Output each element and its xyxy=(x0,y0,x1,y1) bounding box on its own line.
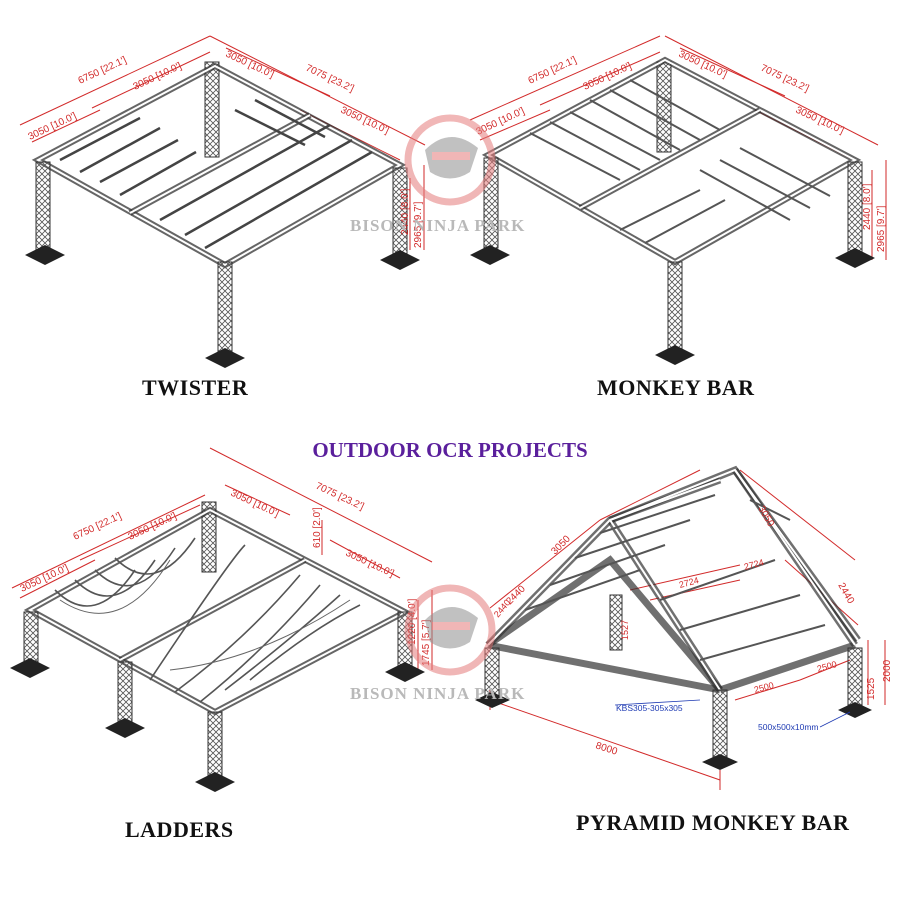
baseplate-spec-callout: 500x500x10mm xyxy=(758,722,818,732)
pyramid-dim-1: 3050 xyxy=(549,533,573,557)
pyramid-dim-10: 2500 xyxy=(816,659,838,674)
twister-dim-8: 2965 [9.7'] xyxy=(413,201,424,248)
monkey-bar-caption: MONKEY BAR xyxy=(597,375,755,400)
pyramid-dim-12: 2000 xyxy=(882,659,893,682)
pyramid-dim-8: 1527 xyxy=(620,620,630,640)
ladders-dim-9: 1745 [5.7'] xyxy=(421,619,432,666)
ladders-caption: LADDERS xyxy=(125,817,234,842)
monkey-bar-dim-7: 2440 [8.0'] xyxy=(862,183,873,230)
twister-dim-5: 7075 [23.2'] xyxy=(304,63,356,95)
monkey-bar-dim-8: 2965 [9.7'] xyxy=(876,205,887,252)
watermark-text: BISON NINJA PARK xyxy=(350,216,526,235)
page-title: OUTDOOR OCR PROJECTS xyxy=(312,438,588,462)
pyramid-monkey-bar-caption: PYRAMID MONKEY BAR xyxy=(576,810,850,835)
pyramid-dim-13: 8000 xyxy=(594,740,619,757)
pyramid-dim-9: 2500 xyxy=(753,680,775,695)
ladders-dim-6: 3050 [10.0'] xyxy=(344,548,396,580)
ladders-diagram: 6750 [22.1'] 3050 [10.0'] 3050 [10.0'] 3… xyxy=(10,447,433,792)
watermark-text: BISON NINJA PARK xyxy=(350,684,526,703)
twister-diagram: 6750 [22.1'] 3050 [10.0'] 3050 [10.0'] 3… xyxy=(19,35,426,368)
ladders-dim-2: 3050 [10.0'] xyxy=(127,511,179,543)
monkey-bar-dim-1: 6750 [22.1'] xyxy=(527,55,579,87)
watermark-logo-2 xyxy=(404,584,496,676)
pyramid-monkey-bar-diagram: 3050 3050 2440 2440 2724 2724 2440 1527 … xyxy=(475,465,893,790)
twister-dim-7: 2440 [8.0'] xyxy=(400,188,411,235)
ladders-dim-8: 1220 [4.0'] xyxy=(407,598,418,645)
truss-spec-callout: KBS305-305x305 xyxy=(616,703,683,713)
twister-dim-6: 3050 [10.0'] xyxy=(339,105,391,137)
twister-dim-1: 6750 [22.1'] xyxy=(77,55,129,87)
pyramid-dim-6: 2724 xyxy=(743,557,765,572)
ladders-dim-4: 3050 [10.0'] xyxy=(229,488,281,520)
pyramid-dim-11: 1525 xyxy=(866,677,877,700)
twister-caption: TWISTER xyxy=(142,375,249,400)
ladders-dim-7: 610 [2.0'] xyxy=(312,507,323,548)
pyramid-dim-4: 2440 xyxy=(835,581,856,606)
watermark-logo-1 xyxy=(404,114,496,206)
twister-dim-3: 3050 [10.0'] xyxy=(27,111,79,143)
monkey-bar-diagram: 6750 [22.1'] 3050 [10.0'] 3050 [10.0'] 3… xyxy=(469,35,887,365)
monkey-bar-dim-5: 7075 [23.2'] xyxy=(759,63,811,95)
